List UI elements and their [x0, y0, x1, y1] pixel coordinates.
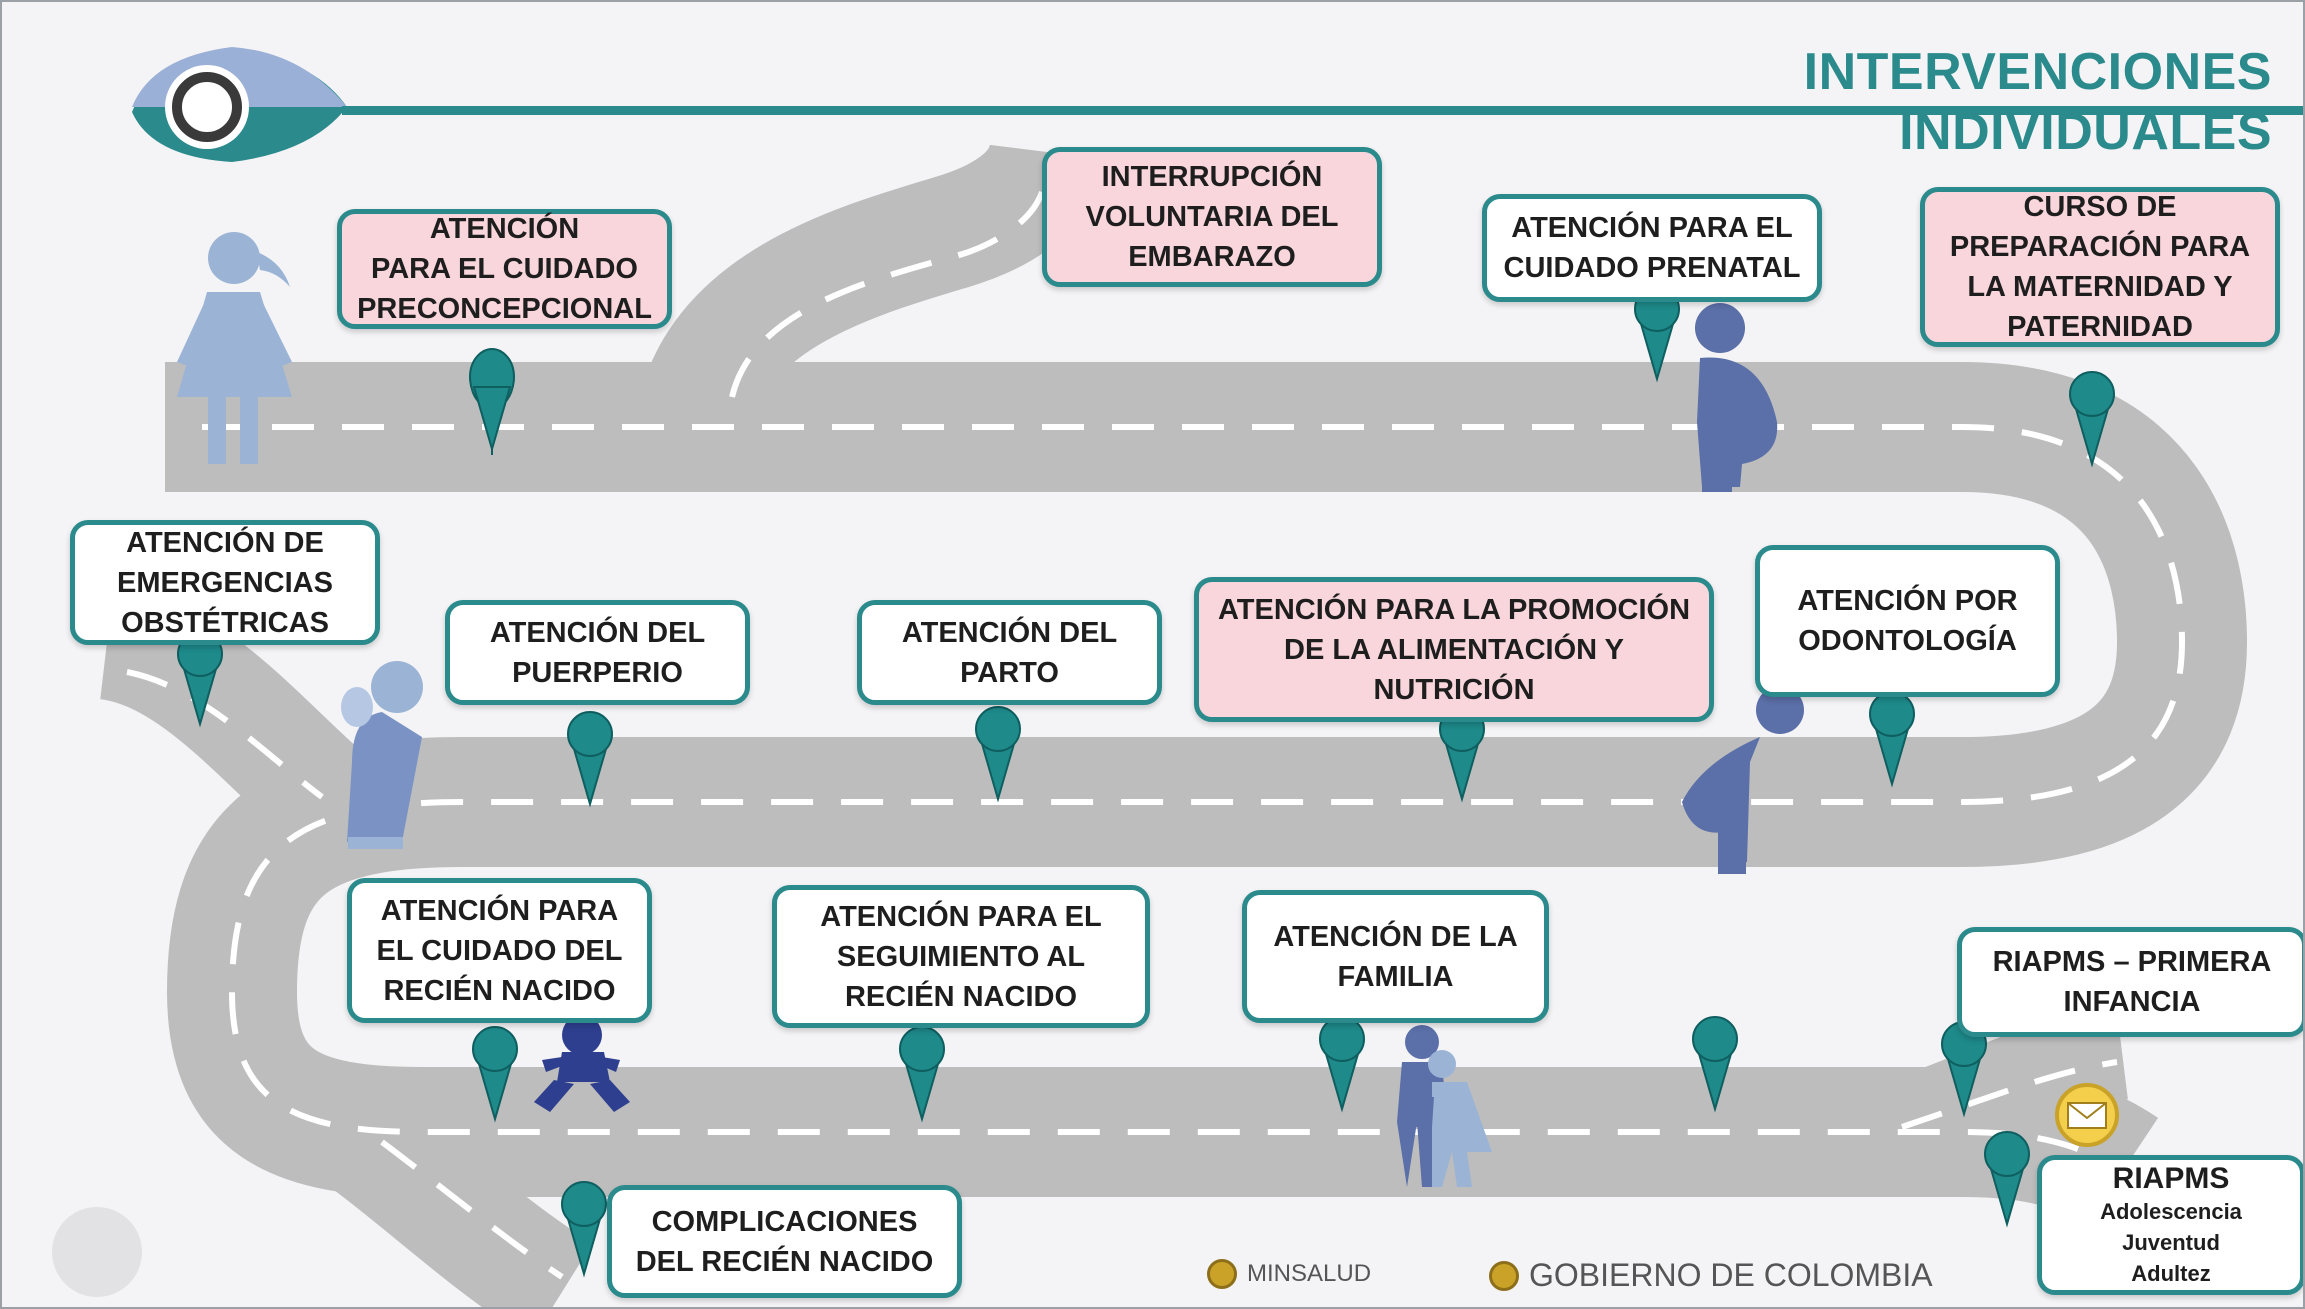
start-badge-icon	[132, 47, 347, 162]
location-pin-icon	[561, 1181, 607, 1278]
box-riapms: RIAPMS Adolescencia Juventud Adultez	[2037, 1155, 2303, 1295]
location-pin-icon	[1984, 1131, 2030, 1228]
box-complicaciones: COMPLICACIONES DEL RECIÉN NACIDO	[607, 1185, 962, 1298]
location-pin-icon	[472, 1026, 518, 1123]
road	[97, 140, 2247, 1307]
minsalud-logo: MINSALUD	[1207, 1259, 1371, 1289]
mother-baby-icon	[341, 661, 423, 849]
box-odontologia: ATENCIÓN POR ODONTOLOGÍA	[1755, 545, 2060, 697]
box-familia: ATENCIÓN DE LA FAMILIA	[1242, 890, 1549, 1023]
location-pin-icon	[2069, 371, 2115, 468]
minsalud-label: MINSALUD	[1247, 1260, 1372, 1287]
location-pin-icon	[899, 1026, 945, 1123]
gobierno-logo: GOBIERNO DE COLOMBIA	[1489, 1257, 1933, 1294]
riapms-line: Juventud	[2122, 1229, 2220, 1255]
box-curso: CURSO DE PREPARACIÓN PARA LA MATERNIDAD …	[1920, 187, 2280, 347]
location-pin-icon	[975, 706, 1021, 803]
decorative-circle	[52, 1207, 142, 1297]
box-puerperio: ATENCIÓN DEL PUERPERIO	[445, 600, 750, 705]
location-pin-icon	[567, 711, 613, 808]
seal-icon	[1489, 1260, 1519, 1291]
box-seguimiento: ATENCIÓN PARA EL SEGUIMIENTO AL RECIÉN N…	[772, 885, 1150, 1028]
family-icon	[1397, 1025, 1492, 1187]
box-prenatal: ATENCIÓN PARA EL CUIDADO PRENATAL	[1482, 194, 1822, 302]
pregnant-woman-icon	[1695, 303, 1778, 492]
pregnant-woman-icon	[1682, 686, 1804, 874]
box-parto: ATENCIÓN DEL PARTO	[857, 600, 1162, 705]
envelope-icon	[2055, 1083, 2119, 1147]
box-alimentacion: ATENCIÓN PARA LA PROMOCIÓN DE LA ALIMENT…	[1194, 577, 1714, 722]
location-pin-icon	[468, 347, 516, 455]
box-emergencias: ATENCIÓN DE EMERGENCIAS OBSTÉTRICAS	[70, 520, 380, 645]
riapms-line: Adolescencia	[2100, 1198, 2242, 1224]
riapms-line: Adultez	[2131, 1260, 2211, 1286]
baby-icon	[534, 1015, 630, 1112]
page-title: INTERVENCIONES INDIVIDUALES	[1803, 43, 2272, 161]
box-primera-infancia: RIAPMS – PRIMERA INFANCIA	[1957, 927, 2303, 1037]
box-interrupcion: INTERRUPCIÓN VOLUNTARIA DEL EMBARAZO	[1042, 147, 1382, 287]
title-rule	[342, 106, 2303, 115]
box-recien-nacido: ATENCIÓN PARA EL CUIDADO DEL RECIÉN NACI…	[347, 878, 652, 1023]
location-pin-icon	[1319, 1016, 1365, 1113]
location-pin-icon	[1692, 1016, 1738, 1113]
gobierno-label: GOBIERNO DE COLOMBIA	[1529, 1257, 1933, 1293]
location-pin-icon	[1869, 691, 1915, 788]
box-preconcepcional: ATENCIÓN PARA EL CUIDADO PRECONCEPCIONAL	[337, 209, 672, 329]
woman-icon	[177, 232, 292, 464]
location-pin-icon	[1941, 1021, 1987, 1118]
seal-icon	[1207, 1259, 1237, 1289]
riapms-heading: RIAPMS	[2112, 1161, 2230, 1195]
